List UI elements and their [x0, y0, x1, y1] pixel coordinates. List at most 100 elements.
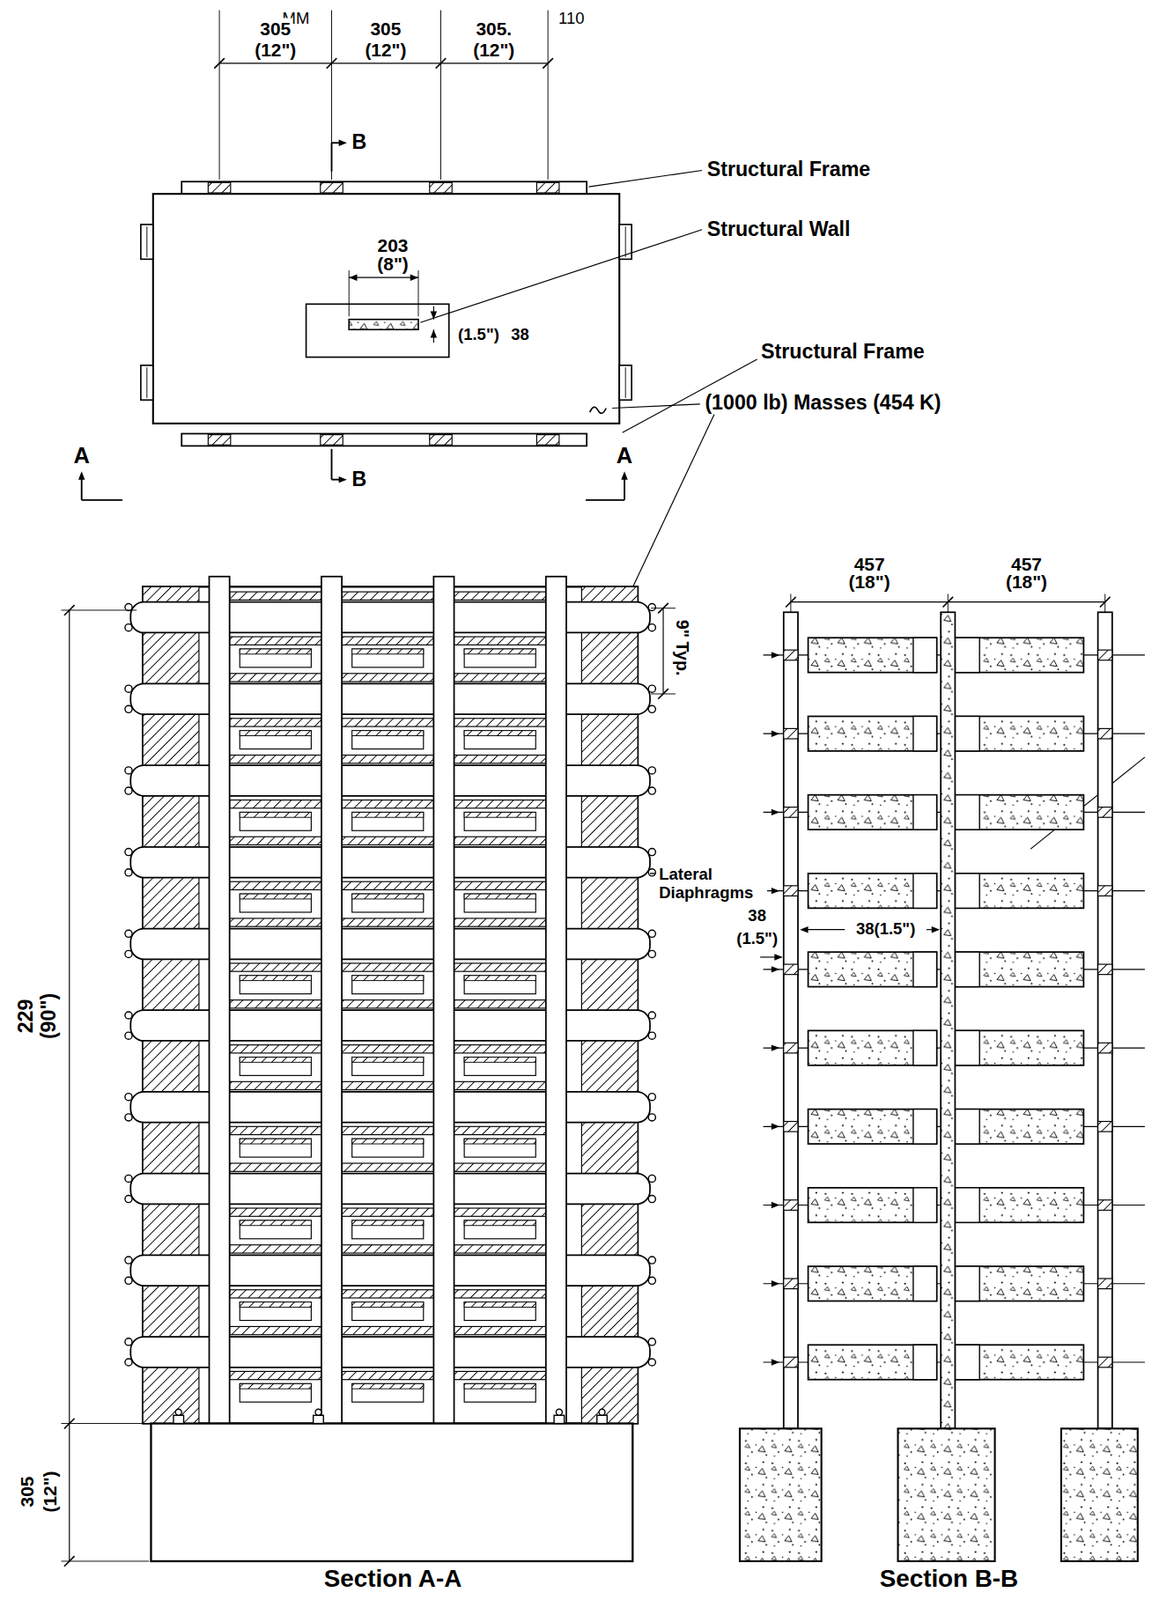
slab-tab-line: [625, 367, 627, 399]
opening-lintel: [464, 893, 536, 900]
floor-beam: [454, 591, 547, 600]
mass-block-gap: [954, 1188, 980, 1223]
dimension-value: 38: [746, 907, 768, 925]
arrowhead: [771, 1044, 780, 1051]
floor-beam: [341, 800, 434, 809]
wall-opening: [464, 1383, 536, 1403]
part-label: Lateral Diaphragms: [657, 865, 768, 902]
leader-line: [630, 413, 715, 592]
frame-joint: [1098, 964, 1113, 975]
frame-joint: [1098, 886, 1113, 897]
mass-block-gap: [913, 716, 938, 751]
floor-beam: [454, 1081, 547, 1090]
mass-block: [808, 637, 938, 672]
opening-lintel: [464, 812, 536, 818]
dimension-tick: [542, 58, 554, 69]
arrowhead: [931, 926, 940, 933]
base-block: [150, 1424, 633, 1562]
frame-joint: [783, 1278, 798, 1290]
arrowhead: [410, 273, 419, 281]
diaphragm-pin: [125, 1277, 133, 1285]
diaphragm-pin: [648, 849, 656, 857]
opening-lintel: [239, 893, 311, 900]
dimension-value: 203: [376, 235, 410, 256]
floor-beam: [341, 1045, 434, 1054]
frame-joint: [1098, 728, 1113, 739]
floor-beam: [341, 918, 434, 927]
floor-beam: [229, 673, 322, 682]
mass-block-gap: [913, 1030, 938, 1065]
floor-slab-plan: [153, 193, 620, 424]
diaphragm-pin: [648, 767, 656, 775]
floor-beam: [229, 1000, 322, 1009]
floor-beam: [454, 1245, 547, 1254]
diaphragm-pin: [125, 767, 133, 775]
frame-column-plan: [536, 435, 559, 446]
wall-opening: [352, 1057, 424, 1077]
diaphragm-pin: [648, 603, 656, 611]
diaphragm-pin: [648, 1174, 656, 1182]
opening-lintel: [239, 1057, 311, 1064]
mass-block-gap: [913, 952, 938, 987]
dimension-value: 457: [853, 553, 887, 574]
wall-opening: [352, 812, 424, 831]
extension-line: [440, 10, 442, 180]
slab-tab: [140, 365, 154, 400]
slab-tab: [619, 224, 632, 259]
mass-block: [954, 1109, 1084, 1145]
dimension-line: [802, 929, 846, 931]
mass-block: [954, 1344, 1084, 1380]
floor-beam: [341, 1163, 434, 1172]
mass-block-gap: [913, 1188, 938, 1223]
wall-opening: [464, 1138, 536, 1158]
wall-opening: [352, 649, 424, 668]
opening-lintel: [464, 1057, 536, 1064]
opening-lintel: [239, 731, 311, 737]
frame-joint: [1098, 1042, 1113, 1054]
opening-lintel: [352, 1138, 424, 1145]
wall-opening: [239, 1383, 311, 1403]
floor-beam: [341, 591, 434, 600]
dimension-value: 229: [14, 998, 38, 1035]
diaphragm-pin: [125, 1114, 133, 1122]
arrowhead: [348, 273, 357, 281]
floor-beam: [341, 636, 434, 645]
arrowhead: [339, 140, 348, 147]
extension-line: [61, 609, 138, 611]
floor-beam: [454, 718, 547, 727]
section-marker: [81, 477, 83, 500]
structural-frame-plan: [181, 433, 587, 446]
frame-joint: [783, 728, 798, 739]
anchor-bolt: [313, 1415, 325, 1424]
dimension-tick: [214, 58, 225, 69]
mass-block: [954, 952, 1084, 987]
frame-column-plan: [320, 435, 343, 446]
part-label: (1000 lb) Masses (454 K): [703, 391, 942, 415]
diaphragm-pin: [648, 1032, 656, 1040]
arrowhead: [771, 651, 780, 658]
arrowhead: [620, 471, 628, 480]
frame-joint: [783, 1200, 798, 1212]
floor-beam: [229, 1208, 322, 1217]
wall-opening: [464, 649, 536, 668]
slab-tab: [140, 224, 154, 259]
mass-block: [954, 716, 1084, 751]
mass-block: [808, 952, 938, 987]
floor-beam: [341, 718, 434, 727]
floor-beam: [229, 881, 322, 890]
part-label: Structural Frame: [706, 159, 872, 183]
frame-joint: [783, 1042, 798, 1054]
diaphragm-pin: [648, 685, 656, 693]
frame-column-section: [1098, 612, 1113, 1429]
dimension-tick: [1100, 597, 1111, 608]
dimension-line: [348, 277, 419, 279]
frame-column-plan: [320, 182, 343, 193]
frame-joint: [783, 1122, 798, 1133]
dimension-value: 38(1.5"): [855, 920, 916, 938]
diaphragm-pin: [648, 1011, 656, 1020]
arrowhead: [771, 966, 780, 973]
page-number: 110: [557, 9, 586, 28]
dimension-value: Typ.: [672, 641, 692, 678]
dimension-tick: [326, 58, 338, 69]
mass-block: [954, 1030, 1084, 1065]
